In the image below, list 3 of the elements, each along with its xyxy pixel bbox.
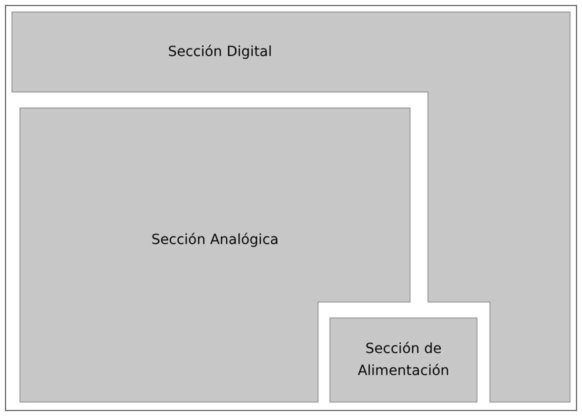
region-label: Sección Digital bbox=[168, 42, 272, 62]
region-label: Sección de Alimentación bbox=[356, 340, 450, 381]
region-label: Sección Analógica bbox=[151, 230, 279, 250]
